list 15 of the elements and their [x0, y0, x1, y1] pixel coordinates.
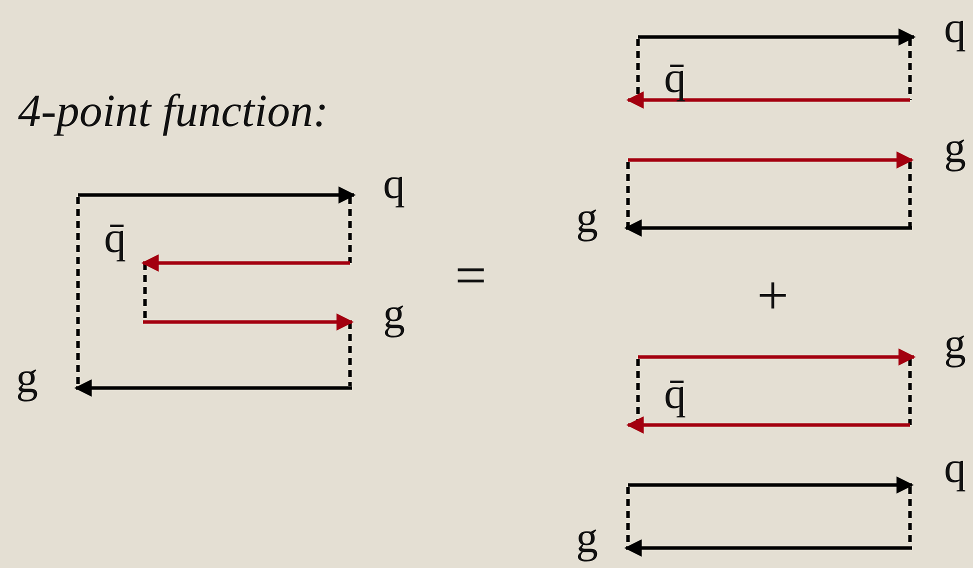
particle-label: g [16, 356, 38, 400]
particle-label: q [944, 6, 966, 50]
particle-label: g [576, 516, 598, 560]
particle-label: g [383, 292, 405, 336]
particle-label: q̄ [664, 56, 686, 100]
particle-label: g [576, 196, 598, 240]
particle-label: q̄ [104, 216, 126, 260]
particle-label: g [944, 126, 966, 170]
equals-sign: = [455, 248, 487, 304]
particle-label: q [944, 446, 966, 490]
particle-label: q̄ [664, 372, 686, 416]
particle-label: q [383, 162, 405, 206]
particle-label: g [944, 322, 966, 366]
title: 4-point function: [18, 88, 328, 134]
plus-sign: + [757, 268, 789, 324]
